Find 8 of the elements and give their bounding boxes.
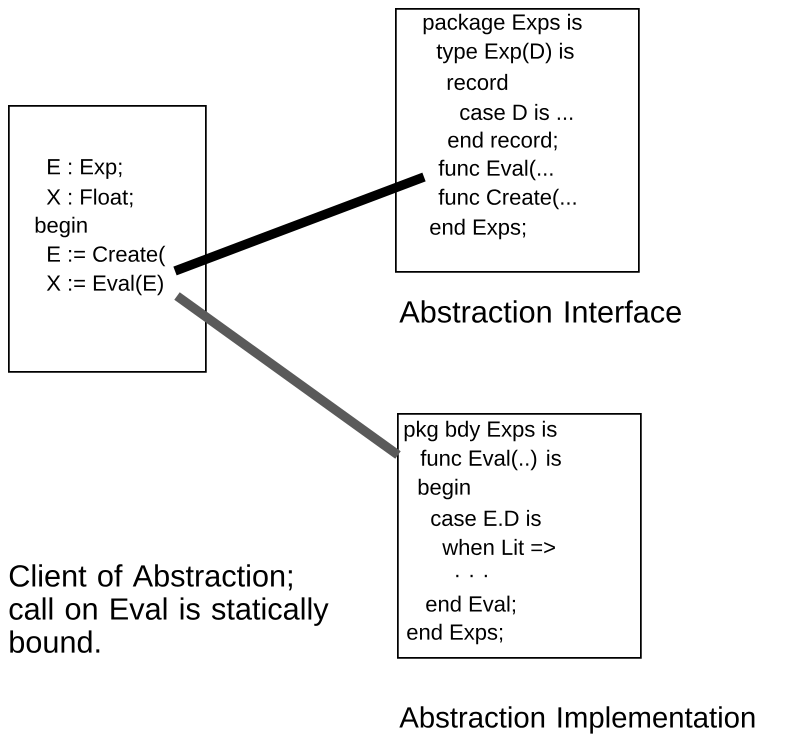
caption: Abstraction Interface bbox=[399, 300, 681, 323]
connector-line bbox=[173, 172, 426, 276]
code-box: pkg bdy Exps is func Eval(..) is begin case E.D is when Lit => . . . end Eval; end Exps; bbox=[397, 413, 642, 659]
code-box: package Exps is type Exp(D) is record case D is ... end record; func Eval(... func Create(... end Exps; bbox=[395, 8, 640, 273]
caption: Client of Abstraction; call on Eval is statically bound. bbox=[10, 564, 329, 653]
code-box: E : Exp; X : Float; begin E := Create( X := Eval(E) bbox=[8, 105, 207, 373]
caption: Abstraction Implementation bbox=[399, 706, 754, 734]
connector-line bbox=[174, 292, 401, 459]
